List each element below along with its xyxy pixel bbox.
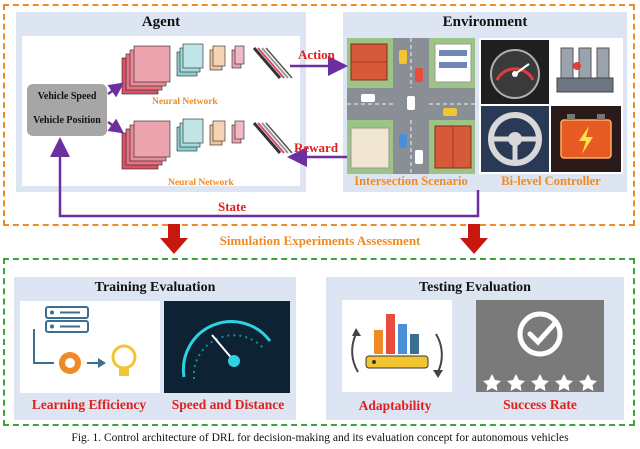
battery-icon [551,106,621,172]
learning-efficiency-label: Learning Efficiency [31,397,147,412]
vehicle-position-label: Vehicle Position [33,115,101,126]
environment-title: Environment [442,14,528,30]
assessment-down-arrows [160,224,488,254]
neural-network-diagrams [107,43,293,170]
evaluation-region-border [3,258,635,426]
speed-and-distance-label: Speed and Distance [171,397,285,412]
learning-efficiency-icon [20,301,160,393]
success-rate-label: Success Rate [503,397,577,412]
engine-icon [551,40,621,104]
success-rate-icon [476,300,604,392]
intersection-scenario-label: Intersection Scenario [354,174,468,188]
figure-caption: Fig. 1. Control architecture of DRL for … [71,432,569,444]
agent-title: Agent [141,14,181,30]
adaptability-label: Adaptability [358,398,432,413]
action-label: Action [298,47,335,62]
top-framework-border [3,4,635,226]
speedometer-icon [481,40,549,104]
neural-network-label-bottom: Neural Network [168,178,234,188]
vehicle-speed-label: Vehicle Speed [37,91,97,102]
speed-and-distance-icon [164,301,290,393]
neural-network-label-top: Neural Network [152,97,218,107]
assessment-title: Simulation Experiments Assessment [219,233,421,248]
steering-wheel-icon [481,106,549,172]
adaptability-icon [342,300,452,392]
intersection-scenario-image [347,38,475,174]
neural-network-top-icon [121,43,293,95]
bi-level-controller-label: Bi-level Controller [501,174,601,188]
feedback-loop-arrows [50,56,480,218]
testing-evaluation-title: Testing Evaluation [419,280,531,295]
neural-network-bottom-icon [121,118,293,170]
vehicle-inputs-box [27,84,107,136]
training-evaluation-title: Training Evaluation [94,280,216,295]
state-label: State [218,199,247,214]
reward-label: Reward [294,140,339,155]
